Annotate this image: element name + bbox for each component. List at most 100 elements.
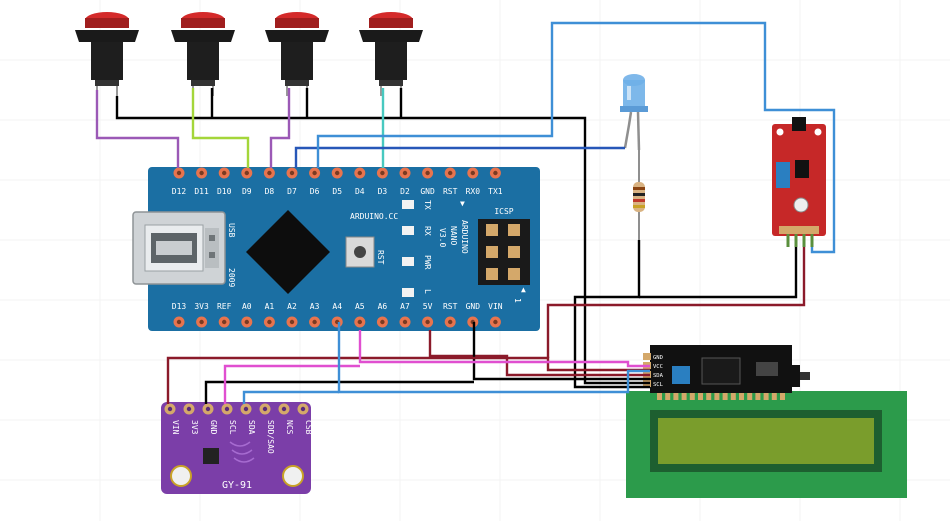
imu-pin-label: CSB — [304, 420, 313, 435]
resistor — [633, 150, 645, 240]
bottom-pin-hole-12 — [448, 319, 453, 325]
reset-button — [345, 236, 375, 268]
top-pin-hole-10 — [402, 170, 408, 176]
imu-pin-hole-5 — [262, 406, 268, 412]
top-pin-label: GND — [420, 187, 435, 196]
icsp-label: ICSP — [494, 207, 513, 216]
chip-icon — [246, 210, 330, 294]
top-pin-hole-14 — [493, 170, 498, 176]
lcd-pin — [706, 391, 712, 400]
bottom-pin-hole-8 — [357, 319, 362, 325]
push-button-icon — [359, 12, 423, 96]
top-pin-hole-11 — [425, 170, 430, 176]
top-pin-hole-12 — [448, 170, 453, 176]
lcd-pin — [730, 391, 736, 400]
wire-pink-a5-scl — [358, 330, 650, 368]
wire-red-sensor-vcc — [546, 247, 806, 358]
wires — [95, 21, 836, 404]
top-pin-label: D11 — [194, 187, 209, 196]
top-pin-hole-1 — [199, 170, 204, 176]
push-button-icon — [265, 12, 329, 96]
lcd-header-pins — [657, 391, 785, 400]
imu-pin-label: NCS — [285, 420, 294, 435]
top-pin-label: D3 — [378, 187, 388, 196]
bottom-pin-label: A1 — [265, 302, 275, 311]
bottom-pin-label: A0 — [242, 302, 252, 311]
wire-lightblue-a4-sda — [337, 322, 650, 394]
top-pin-label: D4 — [355, 187, 365, 196]
imu-pin-label: VIN — [171, 420, 180, 435]
bottom-arrow-icon: ▲ — [521, 285, 526, 294]
lcd-pin — [698, 391, 703, 400]
top-pin-label: D10 — [217, 187, 232, 196]
imu-pin-label: SDA — [247, 420, 256, 435]
icsp-header — [478, 219, 530, 285]
lcd-display — [626, 391, 907, 498]
top-pin-label: D12 — [172, 187, 187, 196]
icsp-pin1-label: 1 — [513, 298, 522, 303]
lcd-pin — [771, 391, 777, 400]
top-pin-label: RX0 — [466, 187, 481, 196]
bottom-pin-hole-6 — [312, 319, 317, 325]
i2c-pin-sda: SDA — [653, 373, 664, 379]
top-pin-label: D7 — [287, 187, 297, 196]
top-pin-hole-7 — [335, 170, 340, 176]
bottom-pin-hole-2 — [222, 319, 227, 325]
wire-blue-d7 — [294, 146, 625, 168]
bottom-pin-hole-0 — [176, 319, 182, 325]
status-leds — [402, 200, 414, 297]
led-label-pwr: PWR — [423, 255, 432, 270]
bottom-pin-hole-11 — [425, 319, 430, 325]
wire-pink-imu-scl — [223, 364, 360, 404]
wire-lightblue-d6 — [316, 21, 836, 254]
year-label: 2009 — [227, 268, 236, 287]
wire-black-buttons-gnd — [115, 96, 650, 385]
top-pin-hole-0 — [176, 170, 182, 176]
lcd-pin — [780, 391, 785, 400]
wire-lime-d9 — [191, 88, 250, 168]
bottom-pin-label: A6 — [378, 302, 388, 311]
imu-pin-hole-2 — [205, 406, 211, 412]
led — [620, 74, 648, 151]
wire-red-imu-vin — [166, 356, 650, 404]
bottom-pin-label: A5 — [355, 302, 365, 311]
wire-black-sensor-gnd — [639, 247, 798, 299]
lcd-pin — [673, 391, 679, 400]
bottom-pin-label: REF — [217, 302, 232, 311]
led-label-rx: RX — [423, 226, 432, 236]
bottom-pin-label: A2 — [287, 302, 297, 311]
wire-purple-d8 — [269, 88, 291, 168]
bottom-pin-label: A7 — [400, 302, 410, 311]
top-pin-label: TX1 — [488, 187, 503, 196]
lcd-pin — [747, 391, 753, 400]
i2c-pin-gnd: GND — [653, 355, 663, 361]
bottom-pin-hole-1 — [199, 319, 204, 325]
board-title-line3: V3.0 — [438, 228, 447, 247]
top-pin-hole-13 — [470, 170, 475, 176]
bottom-pin-label: 3V3 — [194, 302, 209, 311]
lcd-pin — [689, 391, 695, 400]
board-title-line1: ARDUINO — [460, 220, 469, 254]
imu-pin-label: GND — [209, 420, 218, 435]
top-pin-hole-3 — [244, 170, 249, 176]
bottom-pin-hole-4 — [267, 319, 272, 325]
bottom-pin-label: RST — [443, 302, 458, 311]
bottom-pin-label: A3 — [310, 302, 320, 311]
wire-black-gnd — [472, 322, 650, 381]
brand-label: ARDUINO.CC — [350, 212, 398, 221]
imu-pin-hole-6 — [281, 406, 287, 412]
led-icon — [623, 80, 645, 108]
lcd-pin — [681, 391, 687, 400]
lcd-pin — [755, 391, 761, 400]
top-pin-label: D6 — [310, 187, 320, 196]
top-pin-hole-4 — [267, 170, 272, 176]
rst-button-label: RST — [376, 250, 385, 265]
bottom-pin-label: VIN — [488, 302, 503, 311]
i2c-pin-vcc: VCC — [653, 364, 663, 370]
imu-pin-label: 3V3 — [190, 420, 199, 435]
i2c-pin-scl: SCL — [653, 382, 664, 388]
